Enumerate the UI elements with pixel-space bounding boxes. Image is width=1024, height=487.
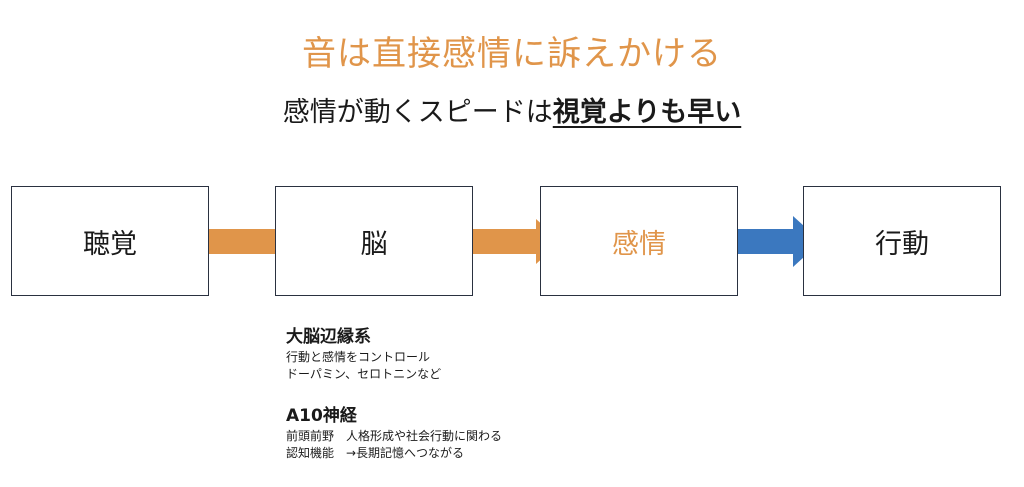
subtitle-emphasis: 視覚よりも早い — [552, 97, 742, 128]
flow-box-label: 聴覚 — [83, 228, 137, 260]
note-limbic-system: 大脳辺縁系 行動と感情をコントロール ドーパミン、セロトニンなど — [286, 326, 441, 383]
note-line: 認知機能 →長期記憶へつながる — [286, 446, 465, 460]
flow-box-label: 脳 — [360, 228, 388, 260]
flow-box-hearing: 聴覚 — [11, 186, 209, 296]
subtitle-text: 感情が動くスピードは — [282, 97, 553, 128]
note-title: A10神経 — [286, 406, 357, 426]
slide-subtitle: 感情が動くスピードは視覚よりも早い — [0, 90, 1024, 129]
note-line: 前頭前野 人格形成や社会行動に関わる — [286, 429, 503, 443]
note-line: 行動と感情をコントロール — [286, 350, 431, 364]
flow-box-label: 行動 — [875, 228, 929, 260]
flow-box-label: 感情 — [612, 228, 666, 260]
note-a10-nerve: A10神経 前頭前野 人格形成や社会行動に関わる 認知機能 →長期記憶へつながる — [286, 405, 502, 462]
arrow-hearing-to-brain — [209, 229, 275, 254]
note-title: 大脳辺縁系 — [286, 327, 371, 347]
slide-title: 音は直接感情に訴えかける — [302, 34, 722, 74]
flow-box-brain: 脳 — [275, 186, 473, 296]
flow-box-emotion: 感情 — [540, 186, 738, 296]
note-line: ドーパミン、セロトニンなど — [286, 367, 442, 381]
flow-box-action: 行動 — [803, 186, 1001, 296]
